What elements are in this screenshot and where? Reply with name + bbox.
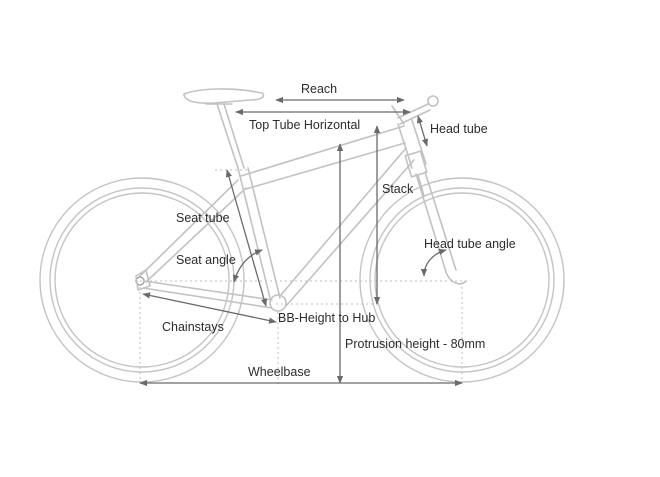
dimension-labels: Reach Top Tube Horizontal Head tube Stac… <box>162 82 516 379</box>
bb-height-to-hub-label: BB-Height to Hub <box>278 311 375 325</box>
head-tube-angle-label: Head tube angle <box>424 237 516 251</box>
reach-label: Reach <box>301 82 337 96</box>
rear-wheel <box>39 177 245 383</box>
head-tube-arrow <box>417 115 428 147</box>
seat-angle-arc <box>232 249 263 283</box>
protrusion-height-label: Protrusion height - 80mm <box>345 337 485 351</box>
chainstays-arrow <box>142 292 277 324</box>
seat-tube-arrow <box>225 169 268 307</box>
stack-label: Stack <box>382 182 414 196</box>
head-tube-angle-arc <box>420 248 447 277</box>
head-tube-label: Head tube <box>430 122 488 136</box>
seat-angle-label: Seat angle <box>176 253 236 267</box>
seat-tube-label: Seat tube <box>176 211 230 225</box>
dimension-arrows <box>139 96 463 387</box>
front-wheel <box>359 177 565 383</box>
wheelbase-label: Wheelbase <box>248 365 311 379</box>
chainstays-label: Chainstays <box>162 320 224 334</box>
top-tube-horizontal-label: Top Tube Horizontal <box>249 118 360 132</box>
